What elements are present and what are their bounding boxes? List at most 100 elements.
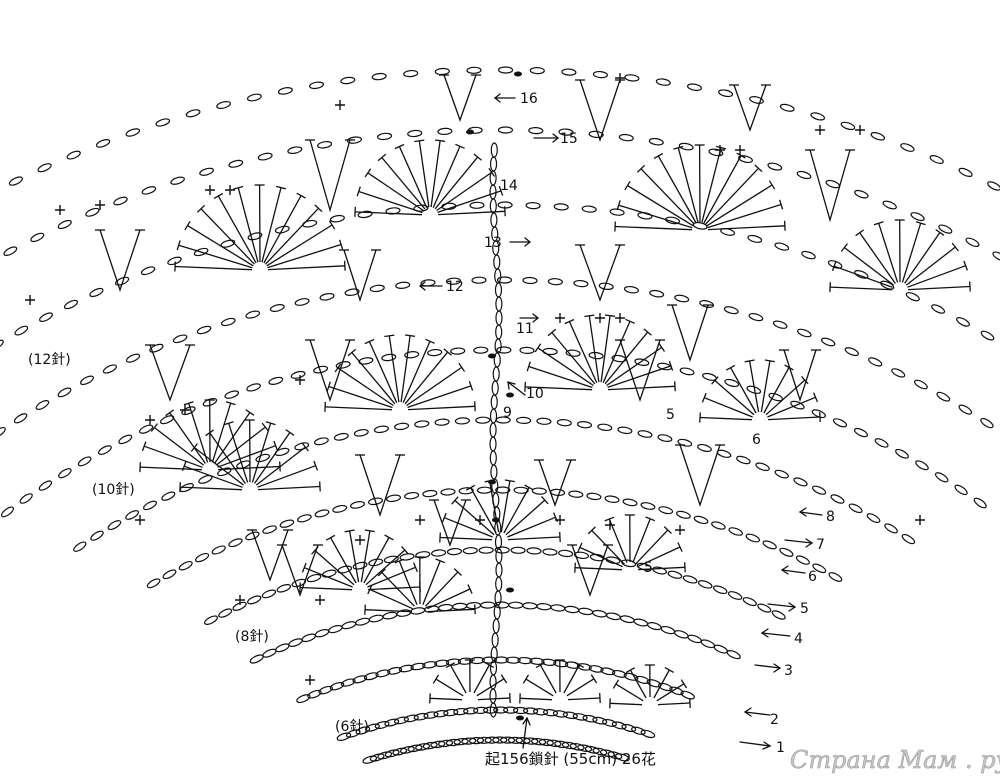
chain-stitch — [992, 251, 1000, 262]
double-crochet — [427, 588, 471, 610]
stitch-count-8: (8針) — [235, 629, 269, 645]
stitch-top-bar — [384, 334, 395, 338]
chain-stitch — [473, 346, 489, 354]
double-crochet — [255, 446, 306, 486]
single-crochet — [305, 675, 315, 685]
chain-stitch — [495, 548, 503, 564]
chain-stitch — [492, 366, 500, 382]
stitch-top-bar — [344, 529, 355, 533]
chain-stitch — [384, 749, 400, 758]
v-stitch — [251, 529, 289, 582]
chain-stitch — [973, 497, 987, 509]
stitch-top-bar — [468, 380, 474, 391]
double-crochet — [402, 341, 431, 403]
double-crochet — [263, 195, 302, 264]
v-stitch — [343, 249, 377, 303]
stitch-top-bar — [347, 348, 357, 357]
slip-stitch — [492, 517, 500, 523]
double-crochet — [703, 155, 742, 224]
chain-stitch — [553, 203, 569, 211]
single-crochet — [735, 145, 745, 155]
stitch-top-bar — [677, 542, 683, 552]
chain-stitch — [790, 400, 805, 410]
chain-stitch — [965, 237, 980, 248]
chain-stitch — [674, 294, 690, 303]
double-crochet — [767, 396, 816, 418]
stitch-top-bar — [296, 192, 306, 199]
stitch-top-bar — [951, 242, 959, 252]
chain-stitch — [0, 426, 6, 438]
chain-stitch — [586, 492, 602, 501]
double-crochet — [434, 156, 479, 210]
chain-stitch — [352, 561, 368, 570]
arrowhead-row-16 — [493, 93, 501, 103]
chain-stitch — [57, 387, 72, 398]
chain-stitch — [882, 200, 897, 210]
chain-stitch — [332, 504, 348, 513]
single-crochet — [605, 520, 615, 530]
arrow-row-2 — [744, 711, 771, 716]
chain-stitch — [352, 675, 368, 684]
chain-stitch — [605, 612, 621, 621]
chain-stitch — [178, 560, 193, 571]
stitch-top-bar — [196, 204, 206, 213]
double-crochet — [314, 550, 355, 586]
chain-stitch — [368, 614, 384, 623]
double-crochet — [407, 385, 472, 409]
chain-stitch — [355, 617, 370, 626]
chain-stitch — [492, 492, 500, 508]
chain-stitch — [745, 533, 761, 543]
stitch-top-bar — [314, 204, 323, 213]
arrow-row-5 — [767, 603, 796, 608]
chain-stitch — [57, 219, 72, 230]
stitch-top-bar — [384, 534, 394, 541]
chain-stitch — [547, 278, 563, 286]
stitch-top-bar — [636, 164, 646, 173]
stitch-top-bar — [301, 442, 309, 452]
chain-stitch — [673, 630, 689, 639]
chain-stitch — [453, 738, 469, 746]
chain-stitch — [279, 519, 295, 528]
chain-stitch — [495, 296, 503, 312]
row-label-12: 12 — [446, 279, 464, 295]
row-label-6: 6 — [808, 569, 817, 585]
chain-stitch — [832, 418, 848, 428]
chain-stitch — [711, 521, 726, 530]
double-crochet — [214, 412, 251, 464]
double-crochet — [217, 445, 276, 468]
chain-stitch — [954, 484, 968, 496]
stitch-top-bar — [377, 568, 386, 577]
double-crochet — [348, 530, 360, 583]
chain-stitch — [489, 436, 497, 452]
stitch-top-bar — [658, 342, 666, 352]
chain-stitch — [434, 418, 450, 426]
stitch-top-bar — [435, 139, 446, 142]
chain-stitch — [624, 74, 640, 82]
chain-stitch — [413, 712, 429, 721]
chain-stitch — [615, 753, 630, 762]
chain-stitch — [314, 629, 330, 638]
stitch-top-bar — [425, 338, 435, 344]
chain-stitch — [141, 186, 157, 195]
chain-stitch — [371, 72, 387, 81]
chain-stitch — [340, 76, 356, 85]
chain-stitch — [492, 736, 508, 744]
chain-stitch — [102, 364, 117, 374]
chain-stitch — [434, 67, 450, 76]
chain-stitch — [489, 688, 497, 704]
chain-stitch — [622, 498, 638, 507]
stitch-top-bar — [625, 318, 635, 324]
double-crochet — [237, 187, 259, 263]
chain-stitch — [489, 170, 497, 186]
double-crochet — [907, 285, 970, 291]
v-stitch — [99, 229, 141, 293]
stitch-top-bar — [840, 243, 848, 252]
chain-stitch — [526, 547, 542, 555]
inner-number-6: 6 — [752, 432, 761, 448]
stitch-top-bar — [915, 221, 926, 226]
chain-stitch — [30, 232, 45, 243]
double-crochet — [765, 379, 806, 416]
chain-stitch — [762, 540, 777, 550]
double-crochet — [178, 244, 253, 269]
chain-stitch — [607, 751, 623, 760]
